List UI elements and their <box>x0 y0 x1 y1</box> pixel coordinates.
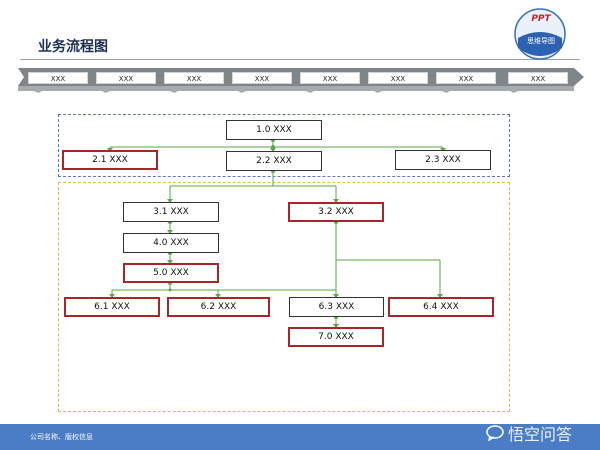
node-1-0: 1.0 XXX <box>226 120 322 140</box>
timeline-label: XXX <box>508 72 568 84</box>
node-6-4: 6.4 XXX <box>388 297 494 317</box>
node-5-0: 5.0 XXX <box>123 263 219 283</box>
node-7-0: 7.0 XXX <box>288 327 384 347</box>
logo-caption: 思维导图 <box>527 37 555 45</box>
group-frame-top <box>58 114 510 177</box>
node-4-0: 4.0 XXX <box>123 233 219 253</box>
footer-copyright: 公司名称、版权信息 <box>30 433 93 441</box>
node-2-1: 2.1 XXX <box>62 150 158 170</box>
timeline-label: XXX <box>96 72 156 84</box>
node-6-2: 6.2 XXX <box>167 297 270 317</box>
timeline-bar: XXX XXX XXX XXX XXX XXX XXX XXX <box>18 66 586 94</box>
node-2-3: 2.3 XXX <box>395 150 491 170</box>
node-6-1: 6.1 XXX <box>64 297 160 317</box>
speech-bubble-icon <box>486 425 504 441</box>
node-3-2: 3.2 XXX <box>288 202 384 222</box>
node-2-2: 2.2 XXX <box>226 151 322 171</box>
timeline-label: XXX <box>368 72 428 84</box>
timeline-label: XXX <box>164 72 224 84</box>
page-title: 业务流程图 <box>38 39 108 55</box>
timeline-label: XXX <box>232 72 292 84</box>
logo-icon <box>514 8 566 60</box>
timeline-label: XXX <box>28 72 88 84</box>
watermark-text: 悟空问答 <box>508 425 573 444</box>
logo-mark: PPT <box>531 14 551 24</box>
timeline-label: XXX <box>300 72 360 84</box>
group-frame-bottom <box>58 182 510 412</box>
title-divider <box>20 59 580 60</box>
node-6-3: 6.3 XXX <box>289 297 384 317</box>
node-3-1: 3.1 XXX <box>123 202 219 222</box>
timeline-label: XXX <box>436 72 496 84</box>
